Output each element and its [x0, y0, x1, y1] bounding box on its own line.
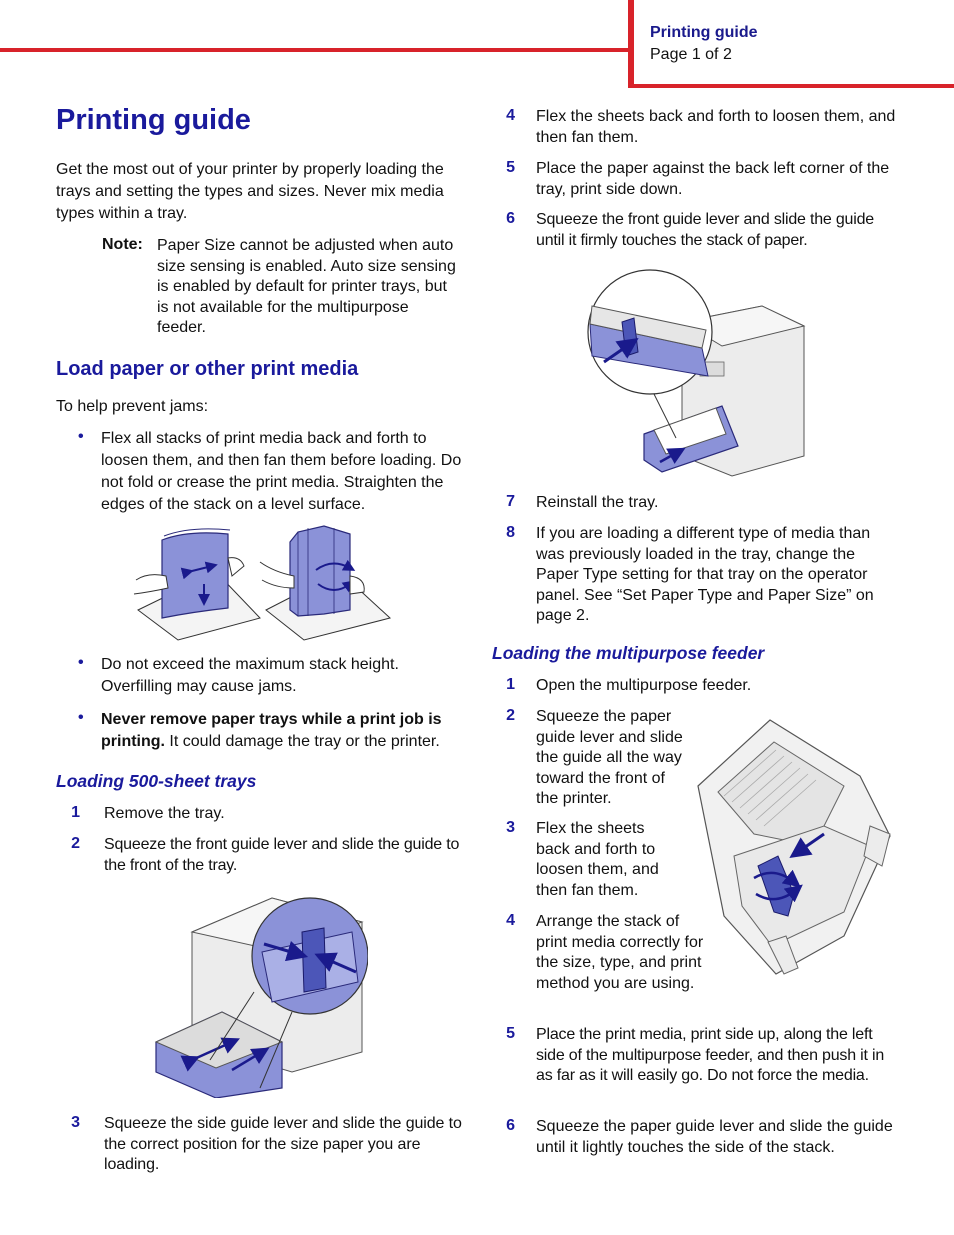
- step-text: Flex the sheets back and forth to loosen…: [536, 108, 896, 146]
- multipurpose-feeder-illustration: [697, 719, 891, 975]
- header-box-bottom-border: [628, 84, 954, 88]
- note-text: Paper Size cannot be adjusted when auto …: [157, 237, 456, 336]
- intro-paragraph: Get the most out of your printer by prop…: [56, 161, 444, 222]
- step-number: 5: [506, 159, 515, 176]
- header-box-left-border: [628, 0, 634, 88]
- tray-front-guide-illustration: [154, 897, 368, 1098]
- step-text: Remove the tray.: [104, 805, 225, 822]
- step-number: 3: [71, 1114, 80, 1131]
- step-number: 8: [506, 524, 515, 541]
- header-page-number: Page 1 of 2: [650, 46, 732, 63]
- section-heading-500-sheet: Loading 500-sheet trays: [56, 771, 257, 791]
- step-text: Place the paper against the back left co…: [536, 160, 890, 198]
- step-number: 4: [506, 107, 515, 124]
- bullet-text: Flex all stacks of print media back and …: [101, 430, 462, 513]
- step-number: 1: [71, 804, 80, 821]
- step-number: 4: [506, 912, 515, 929]
- step-number: 2: [71, 835, 80, 852]
- step-number: 1: [506, 676, 515, 693]
- step-text: Place the print media, print side up, al…: [536, 1026, 885, 1084]
- step-text: Reinstall the tray.: [536, 494, 659, 511]
- step-number: 6: [506, 210, 515, 227]
- step-number: 7: [506, 493, 515, 510]
- bullet-text: Never remove paper trays while a print j…: [101, 709, 466, 753]
- step-text: Squeeze the front guide lever and slide …: [104, 836, 460, 874]
- section-lead: To help prevent jams:: [56, 398, 209, 415]
- step-text: Open the multipurpose feeder.: [536, 677, 752, 694]
- step-number: 3: [506, 819, 515, 836]
- bullet-text: Do not exceed the maximum stack height. …: [101, 656, 399, 695]
- header-title: Printing guide: [650, 24, 758, 41]
- note-label: Note:: [102, 236, 143, 253]
- step-text: Squeeze the front guide lever and slide …: [536, 211, 875, 249]
- flex-fan-paper-illustration: [133, 525, 392, 641]
- tray-paper-stack-illustration: [587, 269, 806, 477]
- step-number: 6: [506, 1117, 515, 1134]
- header-rule: [0, 48, 632, 52]
- step-text: Arrange the stack of print media correct…: [536, 913, 704, 992]
- step-number: 2: [506, 707, 515, 724]
- section-heading-multipurpose-feeder: Loading the multipurpose feeder: [492, 643, 765, 663]
- step-text: Squeeze the paper guide lever and slide …: [536, 1118, 893, 1156]
- step-text: Flex the sheets back and forth to loosen…: [536, 820, 659, 899]
- section-heading-load-media: Load paper or other print media: [56, 358, 359, 380]
- step-text: Squeeze the side guide lever and slide t…: [104, 1115, 462, 1173]
- bullet-rest-text: It could damage the tray or the printer.: [164, 733, 440, 750]
- bullet-icon: •: [78, 654, 84, 671]
- bullet-icon: •: [78, 428, 84, 445]
- bullet-bold-text: Never remove paper trays while a print j…: [101, 711, 442, 750]
- step-text: Squeeze the paper guide lever and slide …: [536, 708, 683, 807]
- step-number: 5: [506, 1025, 515, 1042]
- step-text: If you are loading a different type of m…: [536, 525, 874, 624]
- header-box: Printing guide Page 1 of 2: [628, 0, 954, 88]
- page-title: Printing guide: [56, 104, 251, 136]
- bullet-icon: •: [78, 709, 84, 726]
